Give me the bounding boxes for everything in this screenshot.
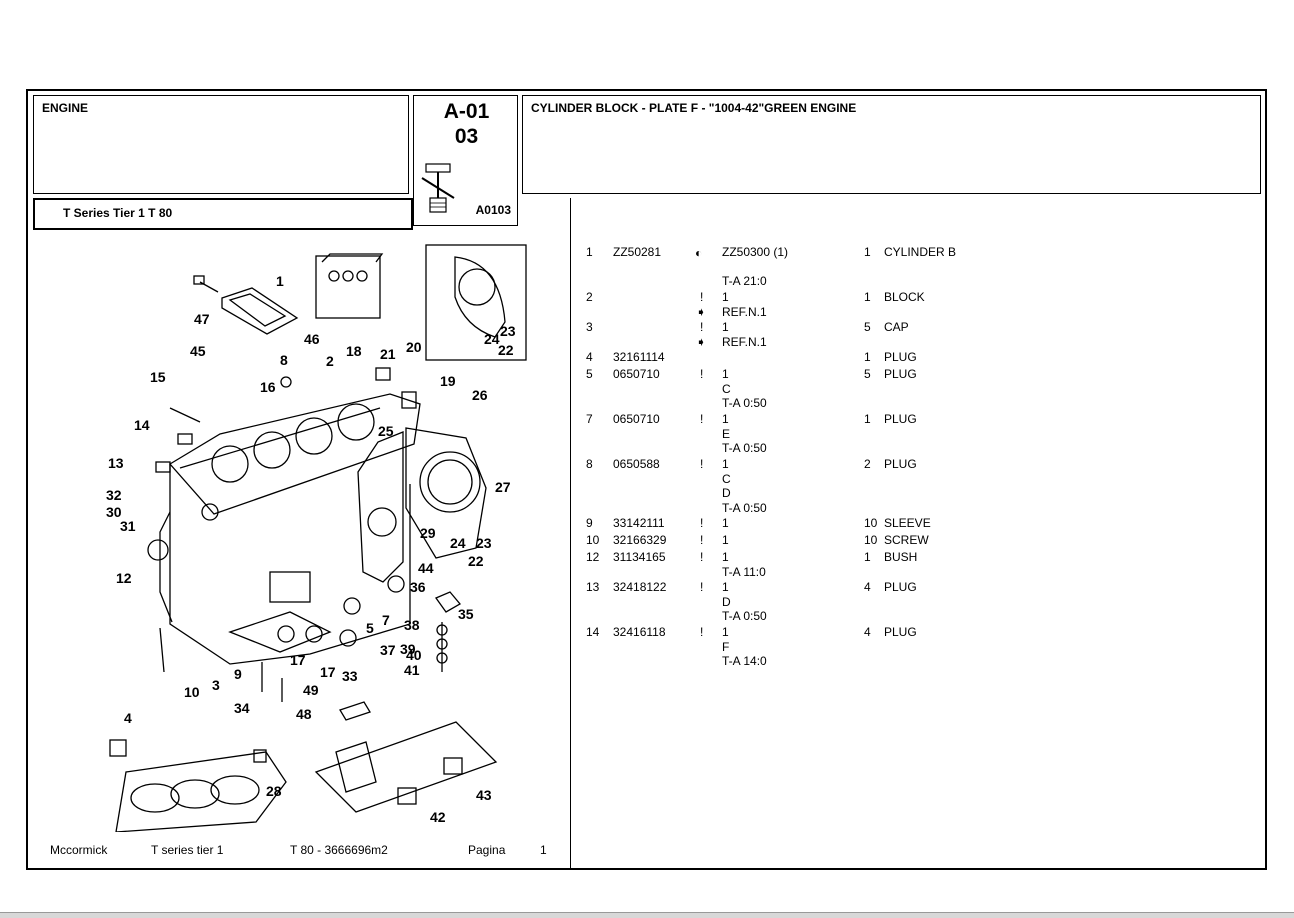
- callout-23: 23: [500, 323, 516, 339]
- callout-1: 1: [276, 273, 284, 289]
- callout-32: 32: [106, 487, 122, 503]
- callout-24: 24: [450, 535, 466, 551]
- plate-description-box: CYLINDER BLOCK - PLATE F - "1004-42"GREE…: [522, 95, 1261, 194]
- diagram-drawing: [109, 244, 527, 832]
- callout-37: 37: [380, 642, 396, 658]
- callout-30: 30: [106, 504, 122, 520]
- catalog-frame: [26, 89, 1267, 870]
- series-box: T Series Tier 1 T 80: [33, 198, 413, 230]
- callout-18: 18: [346, 343, 362, 359]
- plate-code-line1: A-01: [443, 100, 490, 123]
- callout-7: 7: [382, 612, 390, 628]
- callout-21: 21: [380, 346, 396, 362]
- callout-25: 25: [378, 423, 394, 439]
- callout-41: 41: [404, 662, 420, 678]
- callout-2: 2: [326, 353, 334, 369]
- footer-page-number: 1: [540, 843, 547, 857]
- callout-27: 27: [495, 479, 511, 495]
- column-divider: [570, 198, 571, 870]
- piston-icon: [421, 163, 455, 213]
- callout-20: 20: [406, 339, 422, 355]
- callout-26: 26: [472, 387, 488, 403]
- callout-4: 4: [124, 710, 132, 726]
- callout-15: 15: [150, 369, 166, 385]
- callout-13: 13: [108, 455, 124, 471]
- window-bottom-bar: [0, 912, 1294, 918]
- plate-reference: A0103: [475, 203, 511, 217]
- series-title: T Series Tier 1 T 80: [63, 206, 173, 220]
- section-title: ENGINE: [42, 101, 89, 115]
- callout-3: 3: [212, 677, 220, 693]
- callout-40: 40: [406, 647, 422, 663]
- callout-39: 39: [400, 641, 416, 657]
- callout-14: 14: [134, 417, 150, 433]
- callout-24: 24: [484, 331, 500, 347]
- callout-29: 29: [420, 525, 436, 541]
- callout-28: 28: [266, 783, 282, 799]
- callout-38: 38: [404, 617, 420, 633]
- callout-10: 10: [184, 684, 200, 700]
- footer-series: T series tier 1: [151, 843, 224, 857]
- footer-model: T 80 - 3666696m2: [290, 843, 388, 857]
- callout-31: 31: [120, 518, 136, 534]
- callout-22: 22: [468, 553, 484, 569]
- plate-description: CYLINDER BLOCK - PLATE F - "1004-42"GREE…: [531, 101, 857, 115]
- plate-code-line2: 03: [454, 125, 479, 148]
- callout-34: 34: [234, 700, 250, 716]
- footer-page-label: Pagina: [468, 843, 506, 857]
- callout-47: 47: [194, 311, 210, 327]
- callout-42: 42: [430, 809, 446, 825]
- callout-17: 17: [290, 652, 306, 668]
- callout-46: 46: [304, 331, 320, 347]
- callout-19: 19: [440, 373, 456, 389]
- callout-12: 12: [116, 570, 132, 586]
- callout-16: 16: [260, 379, 276, 395]
- section-title-box: ENGINE: [33, 95, 409, 194]
- callout-36: 36: [410, 579, 426, 595]
- callout-17: 17: [320, 664, 336, 680]
- callout-22: 22: [498, 342, 514, 358]
- callout-8: 8: [280, 352, 288, 368]
- callout-5: 5: [366, 620, 374, 636]
- callout-33: 33: [342, 668, 358, 684]
- callout-23: 23: [476, 535, 492, 551]
- callout-44: 44: [418, 560, 434, 576]
- plate-code-box: A-01 03 A0103: [413, 95, 518, 226]
- callout-45: 45: [190, 343, 206, 359]
- callout-35: 35: [458, 606, 474, 622]
- callout-9: 9: [234, 666, 242, 682]
- footer-brand: Mccormick: [50, 843, 108, 857]
- callout-48: 48: [296, 706, 312, 722]
- callout-43: 43: [476, 787, 492, 803]
- callout-49: 49: [303, 682, 319, 698]
